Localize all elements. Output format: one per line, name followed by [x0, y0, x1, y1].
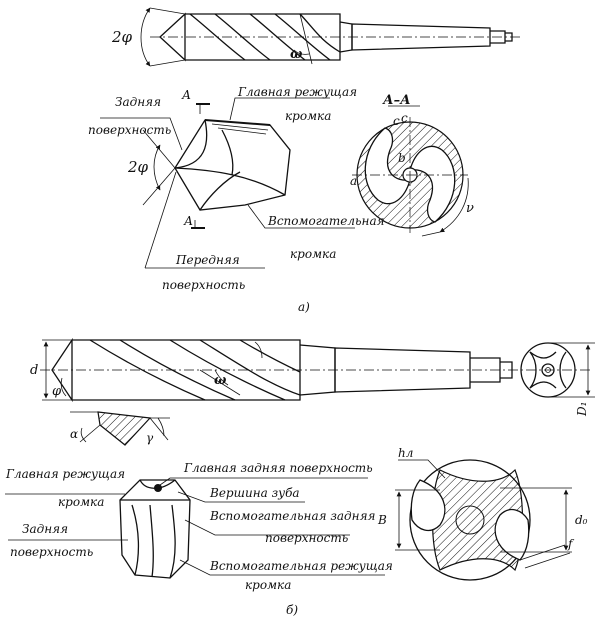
fig-b-dim-D1: D₁ [575, 402, 589, 417]
fig-a-sec-c2: c [401, 111, 408, 125]
fig-a-drill-top-view [140, 7, 520, 67]
fig-b-dim-f: f [567, 537, 575, 551]
fig-b-tooth-tip-label: Вершина зуба [209, 486, 300, 500]
fig-b-rear-surface-label-2: поверхность [10, 545, 93, 559]
fig-a-main-edge-label-2: кромка [285, 109, 331, 123]
fig-b-aux-rear-label-2: поверхность [265, 531, 348, 545]
fig-a-section-mark-top: А [181, 88, 191, 102]
fig-b-angle-phi: φ [52, 384, 62, 399]
fig-a-sec-nu: ν [466, 201, 474, 216]
fig-a-section-aa [352, 105, 469, 237]
fig-b-aux-edge-label-2: кромка [245, 578, 291, 592]
fig-a-aux-edge-label-2: кромка [290, 247, 336, 261]
fig-b-angle-omega: ω [214, 373, 227, 388]
fig-b-main-edge-label-2: кромка [58, 495, 104, 509]
fig-b-main-edge-label: Главная режущая [5, 467, 125, 481]
fig-b-angle-alpha: α [70, 427, 78, 441]
fig-a-section-mark-bottom: А [183, 214, 193, 228]
fig-b-dim-hl: hл [398, 446, 413, 460]
fig-a-section-title: А–А [382, 93, 411, 108]
fig-a-caption: а) [298, 300, 310, 314]
fig-a-main-edge-label: Главная режущая [237, 85, 357, 99]
fig-a-rear-surface-label-2: поверхность [88, 123, 171, 137]
fig-b-aux-edge-label: Вспомогательная режущая [209, 559, 393, 573]
fig-a-angle-omega-top: ω [290, 47, 303, 62]
fig-b-main-rear-surface-label: Главная задняя поверхность [183, 461, 373, 475]
fig-b-rear-surface-label: Задняя [22, 522, 68, 536]
fig-b-aux-rear-label: Вспомогательная задняя [209, 509, 376, 523]
fig-b-angle-gamma: γ [146, 431, 154, 445]
fig-a-front-surface-label: Передняя [175, 253, 240, 267]
fig-b-dim-d0: d₀ [575, 513, 588, 527]
fig-a-sec-b: b [398, 151, 406, 165]
fig-a-sec-a: a [350, 174, 357, 188]
fig-b-dim-d: d [30, 363, 38, 378]
fig-a-front-surface-label-2: поверхность [162, 278, 245, 292]
fig-a-aux-edge-label: Вспомогательная [267, 214, 385, 228]
fig-a-angle-2phi-top: 2φ [111, 28, 133, 46]
fig-b-drill-side-view [40, 337, 595, 446]
fig-a-sec-c1: c [393, 114, 400, 128]
fig-b-dim-B: B [377, 513, 387, 527]
fig-a-rear-surface-label: Задняя [115, 95, 161, 109]
fig-a-drill-tip-detail [100, 97, 355, 269]
fig-b-drill-tooth-detail [5, 477, 385, 579]
fig-b-caption: б) [286, 603, 298, 617]
fig-b-cross-section [395, 459, 572, 581]
fig-a-angle-2phi-side: 2φ [127, 158, 149, 176]
